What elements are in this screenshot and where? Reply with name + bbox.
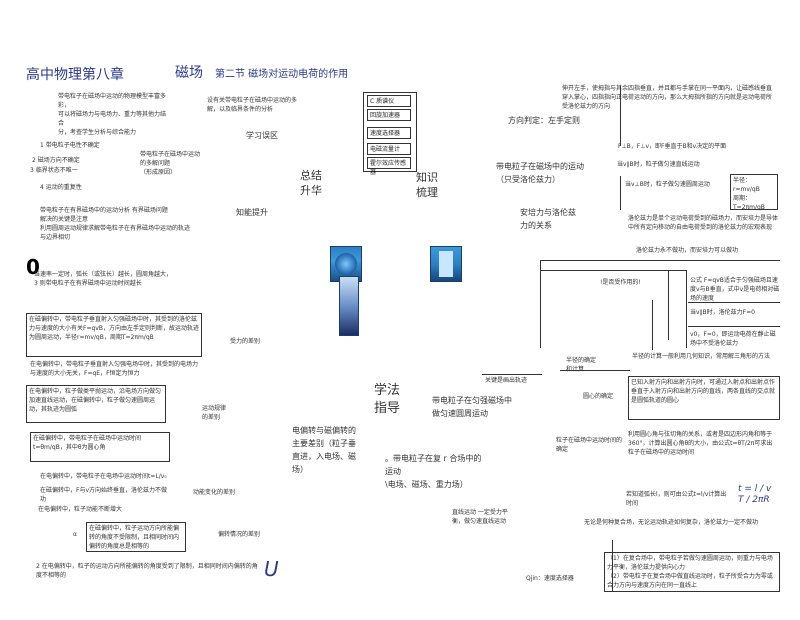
special-case-label: 关键是画出轨迹 <box>485 377 528 384</box>
magnet-picture-right <box>430 246 462 282</box>
lorentz-heading: 带电粒子在磁场中的运动 （只受洛伦兹力） <box>496 162 584 184</box>
radius-period-box: 半径：r=mv/qB 周期：T=2πm/qB <box>730 174 778 211</box>
knowledge-heading: 知识 梳理 <box>416 171 438 199</box>
arc-time-note: 若知道弧长l，则可由公式t=l/v计算出时间 <box>626 491 727 507</box>
table-head: !是否受作用的! <box>600 279 641 286</box>
big-zero: 0 <box>26 255 40 279</box>
perpendicular-case: 当v⊥B时，粒子做匀速圆周运动 <box>625 181 710 188</box>
menu-item-mass-spectrometer: C 质谱仪 <box>367 95 411 107</box>
connector-v2 <box>652 300 653 350</box>
composite-title: 无论是何种复合场，无论运动轨迹如何复杂，洛伦兹力一定不做功 <box>584 519 759 526</box>
uniform-motion-text: 带电粒子在匀强磁场中 做匀速圆周运动 <box>432 396 512 418</box>
force-diff-label: 受力的差别 <box>230 338 261 345</box>
conditions-table: !是否受作用的! 公式 F=qvB适合于匀强磁场且速度v与B垂直，式中v是电荷相… <box>540 260 780 348</box>
lefthand-rule: 方向判定：左手定则 <box>508 116 580 125</box>
application-menu: C 质谱仪 回旋加速器 速度选择器 电磁流量计 霍尔效应传感器 <box>363 92 417 176</box>
method-heading: 学法 指导 <box>374 383 401 416</box>
connector-h1 <box>560 370 630 371</box>
summary-heading: 总结 升华 <box>300 169 322 197</box>
menu-item-flowmeter: 电磁流量计 <box>367 143 411 155</box>
uniform-bracket <box>620 176 621 210</box>
time-label: 粒子在磁场中运动时间的确定 <box>556 437 623 453</box>
chapter-topic: 磁场 <box>175 65 203 81</box>
misconception-3: 3 临界状态不唯一 <box>30 167 78 174</box>
energy-magnetic-text: 在磁偏转中，F与v方向始终垂直，洛伦兹力不做功 <box>40 487 168 503</box>
energy-diff-label: 动能变化的差别 <box>193 489 236 496</box>
trajectory-box: 在电偏转中，粒子做类平抛运动，沿电场方向做匀加速直线运动，在磁偏转中，粒子做匀速… <box>26 385 166 423</box>
motion-diff-label: 运动规律 的差别 <box>202 405 227 421</box>
connector-v1 <box>620 86 621 146</box>
time-magnetic-box: 在磁偏转中，带电粒子在磁场中运动时间t=θm/qB，其中θ为圆心角 <box>30 432 170 462</box>
intro-text: 带电粒子在磁场中运动的物理模型丰富多彩， 可以将磁场力与电场力、重力等其他力结合… <box>58 93 167 136</box>
magnetic-force-box: 在磁偏转中，带电粒子垂直射入匀强磁场中时，其受到的洛伦兹力与速度的大小有关F=q… <box>26 313 202 357</box>
section-title: 第二节 磁场对运动电荷的作用 <box>215 69 349 80</box>
work-note: 洛伦兹力永不做功，而安培力可以做功 <box>636 247 739 254</box>
menu-item-cyclotron: 回旋加速器 <box>367 109 411 121</box>
orbit-picture <box>339 276 359 336</box>
connector-v3 <box>612 540 613 592</box>
study-title: 学习误区 <box>246 131 278 140</box>
intro-text-2: 设有关带电粒子在磁场中运动的多 解，以及临界条件的分析 <box>207 97 298 113</box>
straight-line-text: 直线运动 一定受力平 衡，做匀速直线运动 <box>452 509 508 525</box>
compare-text: 电偏转与磁偏转的 主要差别（粒子垂 直进，入电场、磁 场） <box>292 426 356 474</box>
alpha-symbol: α <box>73 531 77 538</box>
electric-force-box: 在电偏转中，带电粒子垂直射入匀强电场中时，其受到的电场力与速度的大小无关，F=q… <box>30 361 199 377</box>
velocity-selector-label: Qjin：速度选择器 <box>526 575 574 582</box>
table-row-2: 当v∥B时，洛伦兹力F=0 <box>690 309 755 316</box>
menu-item-velocity-selector: 速度选择器 <box>367 127 411 139</box>
special-divider <box>482 374 542 375</box>
relation-note: 洛伦兹力是单个运动电荷受到的磁场力，而安培力是导体中所有定向移动的自由电荷受到的… <box>628 215 779 231</box>
arc-length-note: 当速率一定时，弧长（或弦长）越长，圆周角越大， 3 则带电粒子在有界磁场中运动时… <box>34 271 173 287</box>
parallel-case: 当v∥B时，粒子做匀速直线运动 <box>617 161 700 168</box>
lefthand-note: 伸开左手，使拇指与其余四指垂直，并且都与手掌在同一平面内，让磁感线垂直穿入掌心，… <box>562 85 773 110</box>
table-row-3: v0，F=0，即运动电荷在静止磁场中不受洛伦兹力 <box>690 331 776 347</box>
arc-formula: t = l / v T / 2πR <box>738 484 772 505</box>
chapter-title: 高中物理第八章 <box>26 67 124 83</box>
deflection-magnetic-box: 在磁偏转中，粒子运动方向所能偏转的角度不受限制，且相同时间内偏转的角度总是相等的 <box>86 522 186 552</box>
center-note-box: 已知入射方向和出射方向时，可通过入射点和出射点作垂直于入射方向和出射方向的直线，… <box>628 376 780 420</box>
center-label: 圆心的确定 <box>583 393 614 400</box>
misconception-1: 1 带电粒子电性不确定 <box>40 142 100 149</box>
ability-title: 知能提升 <box>236 208 268 217</box>
energy-electric-text: 在电偏转中，粒子动能不断增大 <box>38 506 123 513</box>
time-electric-text: 在电偏转中，带电粒子在电场中运动时间t=L/v₀ <box>40 473 167 480</box>
deflection-electric-text: 2 在电偏转中，粒子的运动方向所能偏转的角度受到了限制，且相同时间内偏转的角度不… <box>36 563 258 579</box>
menu-item-hall-sensor: 霍尔效应传感器 <box>367 157 411 176</box>
angle-diff-label: 偏转情况的差别 <box>218 531 261 538</box>
composite-field-text: 。带电粒子在复 r 合场中的 运动 \电场、磁场、重力场） <box>385 454 482 489</box>
radius-label: 半径的确定 和计算 <box>566 357 597 373</box>
multi-solution-note: 带电粒子在磁场中运动 的多解问题 （形成原因） <box>140 151 201 176</box>
misconception-4: 4 运动的重复性 <box>40 184 82 191</box>
boundary-note: 带电粒子在有界磁场中的运动分析 有界磁场问题 解决的关键是注意 利用圆周运动规律… <box>40 207 191 241</box>
radius-note: 半径的计算一般利用几何知识，常用解三角形的方法 <box>632 353 771 360</box>
composite-motion-box: （1）在复合场中，带电粒子若做匀速圆周运动，则重力与电场力平衡，洛伦兹力提供向心… <box>604 552 780 592</box>
force-formula: F⊥B，F⊥v，即F垂直于B和v决定的平面 <box>618 143 727 150</box>
table-row-1: 公式 F=qvB适合于匀强磁场且速度v与B垂直，式中v是电荷相对磁场的速度 <box>690 277 780 302</box>
relation-heading: 安培力与洛伦兹 力的关系 <box>520 208 576 230</box>
time-note: 利用圆心角与弦切角的关系，或者是四边形内角和等于360°，计算出圆心角θ的大小，… <box>628 431 773 456</box>
misconception-2: 2 磁场方向不确定 <box>32 157 80 164</box>
big-u: U <box>264 557 279 581</box>
